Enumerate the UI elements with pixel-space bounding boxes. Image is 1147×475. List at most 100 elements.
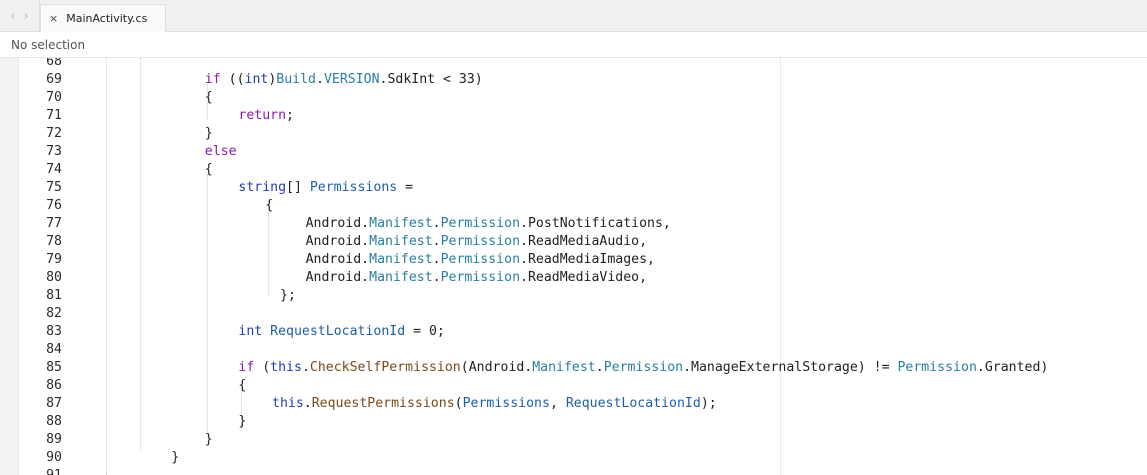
code-token: { [265, 198, 274, 213]
code-token: , [549, 396, 566, 411]
code-token: (( [220, 72, 245, 87]
code-token: . [432, 270, 441, 285]
line-number: 78 [46, 234, 62, 249]
code-text: this.RequestPermissions(Permissions, Req… [272, 395, 717, 413]
line-number: 81 [46, 288, 62, 303]
code-token: . [432, 252, 441, 267]
code-token: Android. [305, 252, 370, 267]
code-text: if ((int)Build.VERSION.SdkInt < 33) [205, 71, 483, 89]
code-text: } [205, 431, 213, 449]
code-token: Permission [897, 360, 977, 375]
indent-guide [241, 392, 242, 428]
code-token: Permission [603, 360, 684, 375]
line-number: 75 [46, 180, 62, 195]
line-number: 69 [46, 72, 62, 87]
code-token: . [316, 72, 324, 87]
code-text: if (this.CheckSelfPermission(Android.Man… [238, 359, 1048, 377]
line-number: 71 [46, 108, 62, 123]
code-token: Manifest [369, 252, 433, 267]
line-number: 77 [46, 216, 62, 231]
code-token: if [238, 360, 255, 375]
line-number: 80 [46, 270, 62, 285]
code-token: [] [286, 180, 310, 195]
code-text: } [205, 125, 213, 143]
code-token: Permission [440, 216, 521, 231]
chevron-right-icon[interactable]: › [23, 8, 29, 24]
code-text: int RequestLocationId = 0; [238, 323, 444, 341]
code-token: } [204, 432, 213, 447]
code-token: ; [286, 108, 294, 123]
code-token: ( [454, 396, 463, 411]
code-token: { [238, 378, 247, 393]
tab-nav: ‹ › [0, 0, 40, 32]
line-number: 68 [46, 58, 62, 69]
line-number: 91 [22, 467, 62, 475]
code-text: { [205, 89, 213, 107]
close-icon[interactable]: × [49, 12, 59, 25]
line-number: 90 [46, 450, 62, 465]
line-number: 84 [46, 342, 62, 357]
code-token: .PostNotifications, [520, 216, 671, 231]
code-text: Android.Manifest.Permission.ReadMediaAud… [306, 233, 647, 251]
code-token: . [432, 216, 441, 231]
line-number: 79 [46, 252, 62, 267]
code-text: { [238, 377, 246, 395]
editor-gutter-strip [0, 58, 19, 475]
code-editor[interactable]: 68 69 if ((int)Build.VERSION.SdkInt < 33) 7… [0, 58, 1147, 475]
code-token: RequestLocationId [270, 324, 406, 339]
code-text: Android.Manifest.Permission.PostNotifica… [306, 215, 671, 233]
line-number: 88 [46, 414, 62, 429]
breadcrumb-text: No selection [11, 37, 86, 52]
code-token: RequestPermissions [311, 396, 455, 411]
chevron-left-icon[interactable]: ‹ [10, 8, 16, 24]
code-token: .Granted) [976, 360, 1049, 375]
code-token: ); [700, 396, 717, 411]
code-token: Permission [440, 252, 521, 267]
line-number: 89 [46, 432, 62, 447]
code-token: .SdkInt < 33) [379, 72, 483, 87]
code-token: Manifest [369, 216, 433, 231]
tab-mainactivity[interactable]: × MainActivity.cs [40, 4, 166, 32]
code-text: } [238, 413, 246, 431]
code-token: } [171, 450, 180, 465]
code-token: Permissions [462, 396, 550, 411]
line-number: 87 [46, 396, 62, 411]
code-text: }; [272, 287, 296, 305]
code-text: string[] Permissions = [238, 179, 413, 197]
code-token: (Android. [460, 360, 533, 375]
code-token: if [204, 72, 221, 87]
breadcrumb[interactable]: No selection [0, 32, 1147, 58]
code-text: Android.Manifest.Permission.ReadMediaIma… [306, 251, 655, 269]
code-token: Manifest [369, 270, 433, 285]
code-text: return; [238, 107, 294, 125]
code-token: .ManageExternalStorage) != [683, 360, 898, 375]
code-text: { [205, 161, 213, 179]
code-token: Manifest [369, 234, 433, 249]
line-number: 76 [46, 198, 62, 213]
code-token: .ReadMediaImages, [520, 252, 655, 267]
code-token: VERSION [323, 72, 380, 87]
code-token: { [204, 162, 213, 177]
line-number: 73 [46, 144, 62, 159]
code-token: Android. [305, 216, 370, 231]
line-number: 82 [46, 306, 62, 321]
code-text: else [205, 143, 237, 161]
code-token: return [238, 108, 287, 123]
code-text: { [265, 197, 273, 215]
code-token [262, 324, 270, 339]
tab-title: MainActivity.cs [66, 12, 148, 25]
code-token: int [238, 324, 263, 339]
code-token: Manifest [532, 360, 596, 375]
code-token: else [204, 144, 237, 159]
code-text: } [171, 449, 179, 467]
code-token: } [204, 126, 213, 141]
code-token: Permission [440, 234, 521, 249]
code-token: . [432, 234, 441, 249]
code-token: = [397, 180, 414, 195]
code-token: Android. [305, 234, 370, 249]
code-token: RequestLocationId [565, 396, 701, 411]
line-number: 85 [46, 360, 62, 375]
indent-guide [268, 212, 269, 296]
code-token: string [238, 180, 287, 195]
line-number: 74 [46, 162, 62, 177]
